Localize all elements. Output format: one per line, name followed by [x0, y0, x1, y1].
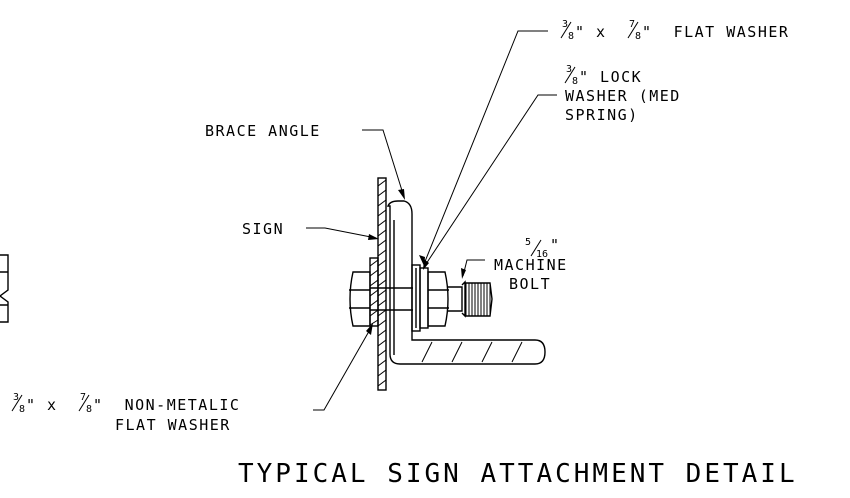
non-metalic-num: 3: [13, 392, 19, 403]
non-metalic-den: 8: [19, 404, 25, 415]
label-sign: SIGN: [242, 220, 284, 238]
lock-washer-num: 3: [566, 64, 572, 75]
bolt-threaded-end: [447, 280, 493, 318]
flat-washer-den2: 8: [635, 31, 641, 42]
non-metalic-den2: 8: [86, 404, 92, 415]
non-metalic-washer: [369, 257, 379, 327]
flat-washer-sep: " x: [575, 23, 617, 41]
drawing-title: TYPICAL SIGN ATTACHMENT DETAIL: [238, 459, 798, 489]
non-metalic-line1: " NON-METALIC: [93, 396, 240, 414]
outer-nut: [427, 271, 449, 327]
non-metalic-num2: 7: [80, 392, 86, 403]
non-metalic-line2: FLAT WASHER: [115, 416, 231, 434]
sign-plate: [377, 177, 387, 391]
machine-bolt-inch: ": [550, 236, 561, 254]
leader-lines: [306, 30, 557, 411]
label-flat-washer: 3 8 " x 7 8 " FLAT WASHER: [560, 19, 789, 42]
lock-washer-line2: WASHER (MED: [565, 87, 681, 105]
flat-washer-den: 8: [568, 31, 574, 42]
machine-bolt-den: 16: [536, 249, 548, 260]
lock-washer-line3: SPRING): [565, 106, 639, 124]
lock-washer-line1: " LOCK: [579, 68, 642, 86]
lock-and-flat-washers: [411, 264, 429, 332]
left-edge-fragment: [0, 254, 9, 323]
machine-bolt-num: 5: [525, 237, 531, 248]
flat-washer-num2: 7: [629, 19, 635, 30]
machine-bolt-line1: MACHINE: [494, 256, 568, 274]
flat-washer-num: 3: [562, 19, 568, 30]
label-non-metalic-washer: 3 8 " x 7 8 " NON-METALIC FLAT WASHER: [11, 392, 240, 434]
machine-bolt-line2: BOLT: [509, 275, 551, 293]
bolt-shaft: [370, 287, 413, 311]
lock-washer-den: 8: [572, 76, 578, 87]
label-brace-angle: BRACE ANGLE: [205, 122, 321, 140]
flat-washer-text: " FLAT WASHER: [642, 23, 789, 41]
label-machine-bolt: 5 16 " MACHINE BOLT: [494, 236, 568, 293]
non-metalic-sep: " x: [26, 396, 68, 414]
label-lock-washer: 3 8 " LOCK WASHER (MED SPRING): [564, 64, 681, 124]
hex-nut: [349, 271, 371, 327]
